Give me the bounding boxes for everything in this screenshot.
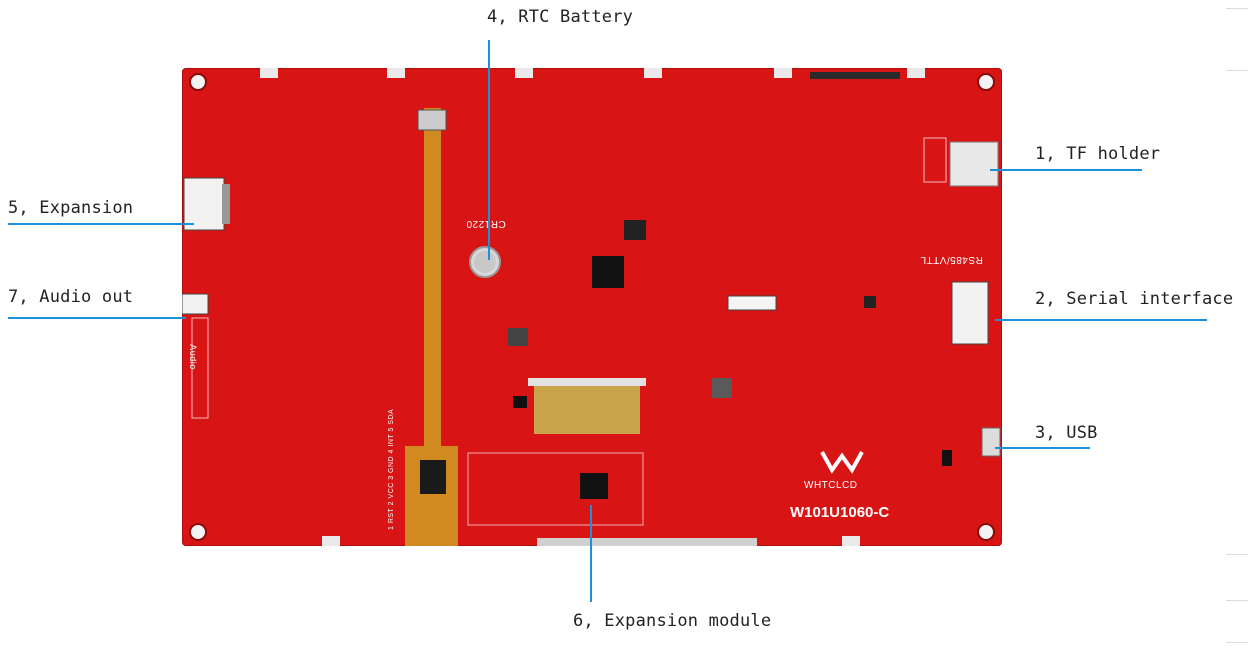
serial-interface-label: 2, Serial interface bbox=[1035, 289, 1234, 309]
pcb-components bbox=[182, 68, 1001, 546]
audio-silkscreen: Audio bbox=[187, 344, 198, 370]
edge-rule bbox=[1226, 642, 1248, 643]
rtc-battery-label: 4, RTC Battery bbox=[487, 7, 634, 27]
audio-out-leader bbox=[8, 317, 186, 319]
edge-rule bbox=[1226, 70, 1248, 71]
usb-label: 3, USB bbox=[1035, 423, 1098, 443]
edge-rule bbox=[1226, 8, 1248, 9]
brand-text: WHTCLCD bbox=[804, 480, 858, 491]
usb-leader bbox=[995, 447, 1090, 449]
tf-holder-leader bbox=[990, 169, 1142, 171]
audio-out-label: 7, Audio out bbox=[8, 287, 134, 307]
tf-holder-label: 1, TF holder bbox=[1035, 144, 1161, 164]
edge-rule bbox=[1226, 554, 1248, 555]
pcb-board bbox=[182, 68, 1002, 546]
expansion-module-label: 6, Expansion module bbox=[573, 611, 772, 631]
serial-interface-leader bbox=[995, 319, 1207, 321]
pin-silkscreen: 1 RST 2 VCC 3 GND 4 INT 5 SDA bbox=[388, 408, 395, 530]
expansion-leader bbox=[8, 223, 194, 225]
model-number: W101U1060-C bbox=[790, 504, 890, 521]
expansion-label: 5, Expansion bbox=[8, 198, 134, 218]
edge-rule bbox=[1226, 600, 1248, 601]
serial-silkscreen: RS485/VTTL bbox=[920, 254, 983, 265]
rtc-battery-leader bbox=[488, 40, 490, 260]
battery-silkscreen: CR1220 bbox=[466, 218, 506, 229]
expansion-module-leader bbox=[590, 505, 592, 602]
